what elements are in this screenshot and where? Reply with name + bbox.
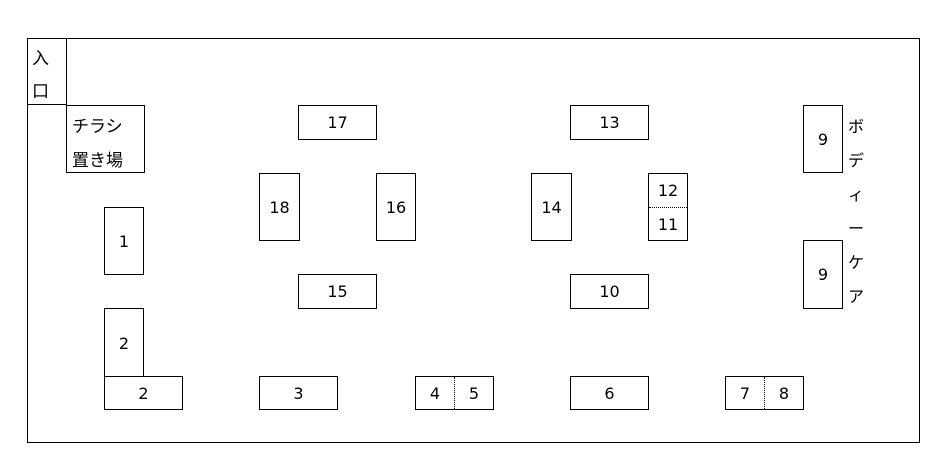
booth-1: 1 — [104, 207, 144, 275]
booth-17: 17 — [298, 105, 377, 140]
booth-8: 8 — [778, 383, 790, 403]
booth-5: 5 — [468, 383, 480, 403]
booth-2-upper: 2 — [104, 308, 144, 378]
entrance-label-1: 入 — [32, 49, 49, 69]
booth-4: 4 — [429, 383, 441, 403]
body-care-char: ケ — [847, 253, 864, 272]
booth-divider — [764, 377, 765, 409]
booth-10: 10 — [570, 274, 649, 309]
body-care-char: ィ — [847, 185, 864, 204]
booth-3: 3 — [259, 376, 338, 410]
booth-12: 12 — [657, 181, 679, 200]
booth-9-top: 9 — [803, 105, 843, 173]
booth-7-8: 7 8 — [725, 376, 804, 410]
booth-2-lower: 2 — [104, 376, 183, 410]
booth-14: 14 — [531, 173, 572, 241]
entrance: 入 口 — [27, 38, 67, 105]
flyer-label-1: チラシ — [72, 117, 123, 137]
booth-18: 18 — [259, 173, 300, 241]
booth-6: 6 — [570, 376, 649, 410]
booth-13: 13 — [570, 105, 649, 140]
booth-divider — [454, 377, 455, 409]
entrance-label-2: 口 — [32, 82, 49, 102]
body-care-char: ボ — [847, 117, 864, 136]
venue-outline — [27, 38, 920, 443]
body-care-char: ー — [847, 219, 864, 238]
flyer-label-2: 置き場 — [72, 151, 123, 171]
flyer-area: チラシ 置き場 — [66, 105, 145, 173]
booth-divider — [649, 207, 687, 208]
booth-4-5: 4 5 — [415, 376, 494, 410]
booth-11: 11 — [657, 214, 679, 234]
booth-7: 7 — [739, 383, 751, 403]
booth-9-bottom: 9 — [803, 240, 843, 309]
body-care-char: ア — [847, 287, 864, 306]
booth-12-11: 12 11 — [648, 173, 688, 241]
booth-15: 15 — [298, 274, 377, 309]
body-care-char: デ — [847, 151, 864, 170]
booth-16: 16 — [376, 173, 416, 241]
